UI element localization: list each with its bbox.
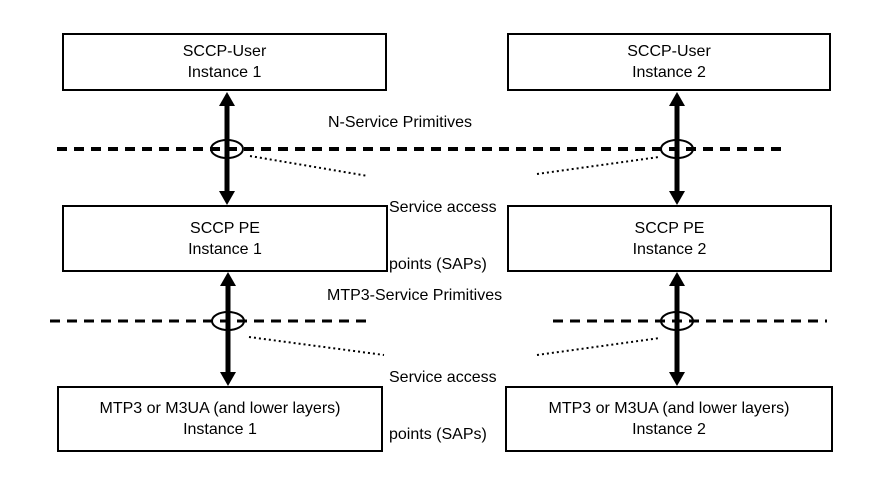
label-service-access-points-bottom: Service access points (SAPs) xyxy=(389,330,497,482)
arrow-sccp-user-1-to-sccp-pe-1 xyxy=(219,92,235,205)
box-sccp-pe-instance-2: SCCP PE Instance 2 xyxy=(507,205,832,272)
arrow-sccp-pe-2-to-mtp3-2 xyxy=(669,272,685,386)
box-sccp-user-instance-2: SCCP-User Instance 2 xyxy=(507,33,831,91)
box-subtitle: Instance 2 xyxy=(632,64,706,81)
label-service-access-points-top: Service access points (SAPs) xyxy=(389,160,497,312)
label-line: points (SAPs) xyxy=(389,426,487,443)
box-subtitle: Instance 2 xyxy=(632,240,707,258)
box-mtp3-instance-1: MTP3 or M3UA (and lower layers) Instance… xyxy=(57,386,383,452)
box-sccp-user-instance-1: SCCP-User Instance 1 xyxy=(62,33,387,91)
label-line: Service access xyxy=(389,369,497,386)
arrow-sccp-user-2-to-sccp-pe-2 xyxy=(669,92,685,205)
label-line: points (SAPs) xyxy=(389,256,487,273)
label-mtp3-service-primitives: MTP3-Service Primitives xyxy=(327,287,503,304)
box-title: MTP3 or M3UA (and lower layers) xyxy=(548,400,790,417)
arrow-sccp-pe-1-to-mtp3-1 xyxy=(220,272,236,386)
sap-leader-top-right xyxy=(536,156,660,175)
label-line: Service access xyxy=(389,199,497,216)
box-title: MTP3 or M3UA (and lower layers) xyxy=(99,400,341,417)
box-subtitle: Instance 1 xyxy=(187,64,262,81)
sap-leader-top-left xyxy=(249,155,369,177)
sap-leader-bottom-left xyxy=(248,336,385,356)
box-title: SCCP PE xyxy=(190,219,260,237)
box-mtp3-instance-2: MTP3 or M3UA (and lower layers) Instance… xyxy=(505,386,833,452)
box-subtitle: Instance 2 xyxy=(632,421,706,438)
label-n-service-primitives: N-Service Primitives xyxy=(328,114,473,131)
box-sccp-pe-instance-1: SCCP PE Instance 1 xyxy=(62,205,388,272)
box-title: SCCP-User xyxy=(182,43,267,60)
box-subtitle: Instance 1 xyxy=(188,240,262,258)
box-title: SCCP-User xyxy=(627,43,711,60)
sap-leader-bottom-right xyxy=(536,337,661,356)
box-subtitle: Instance 1 xyxy=(183,421,257,438)
box-title: SCCP PE xyxy=(634,219,705,237)
